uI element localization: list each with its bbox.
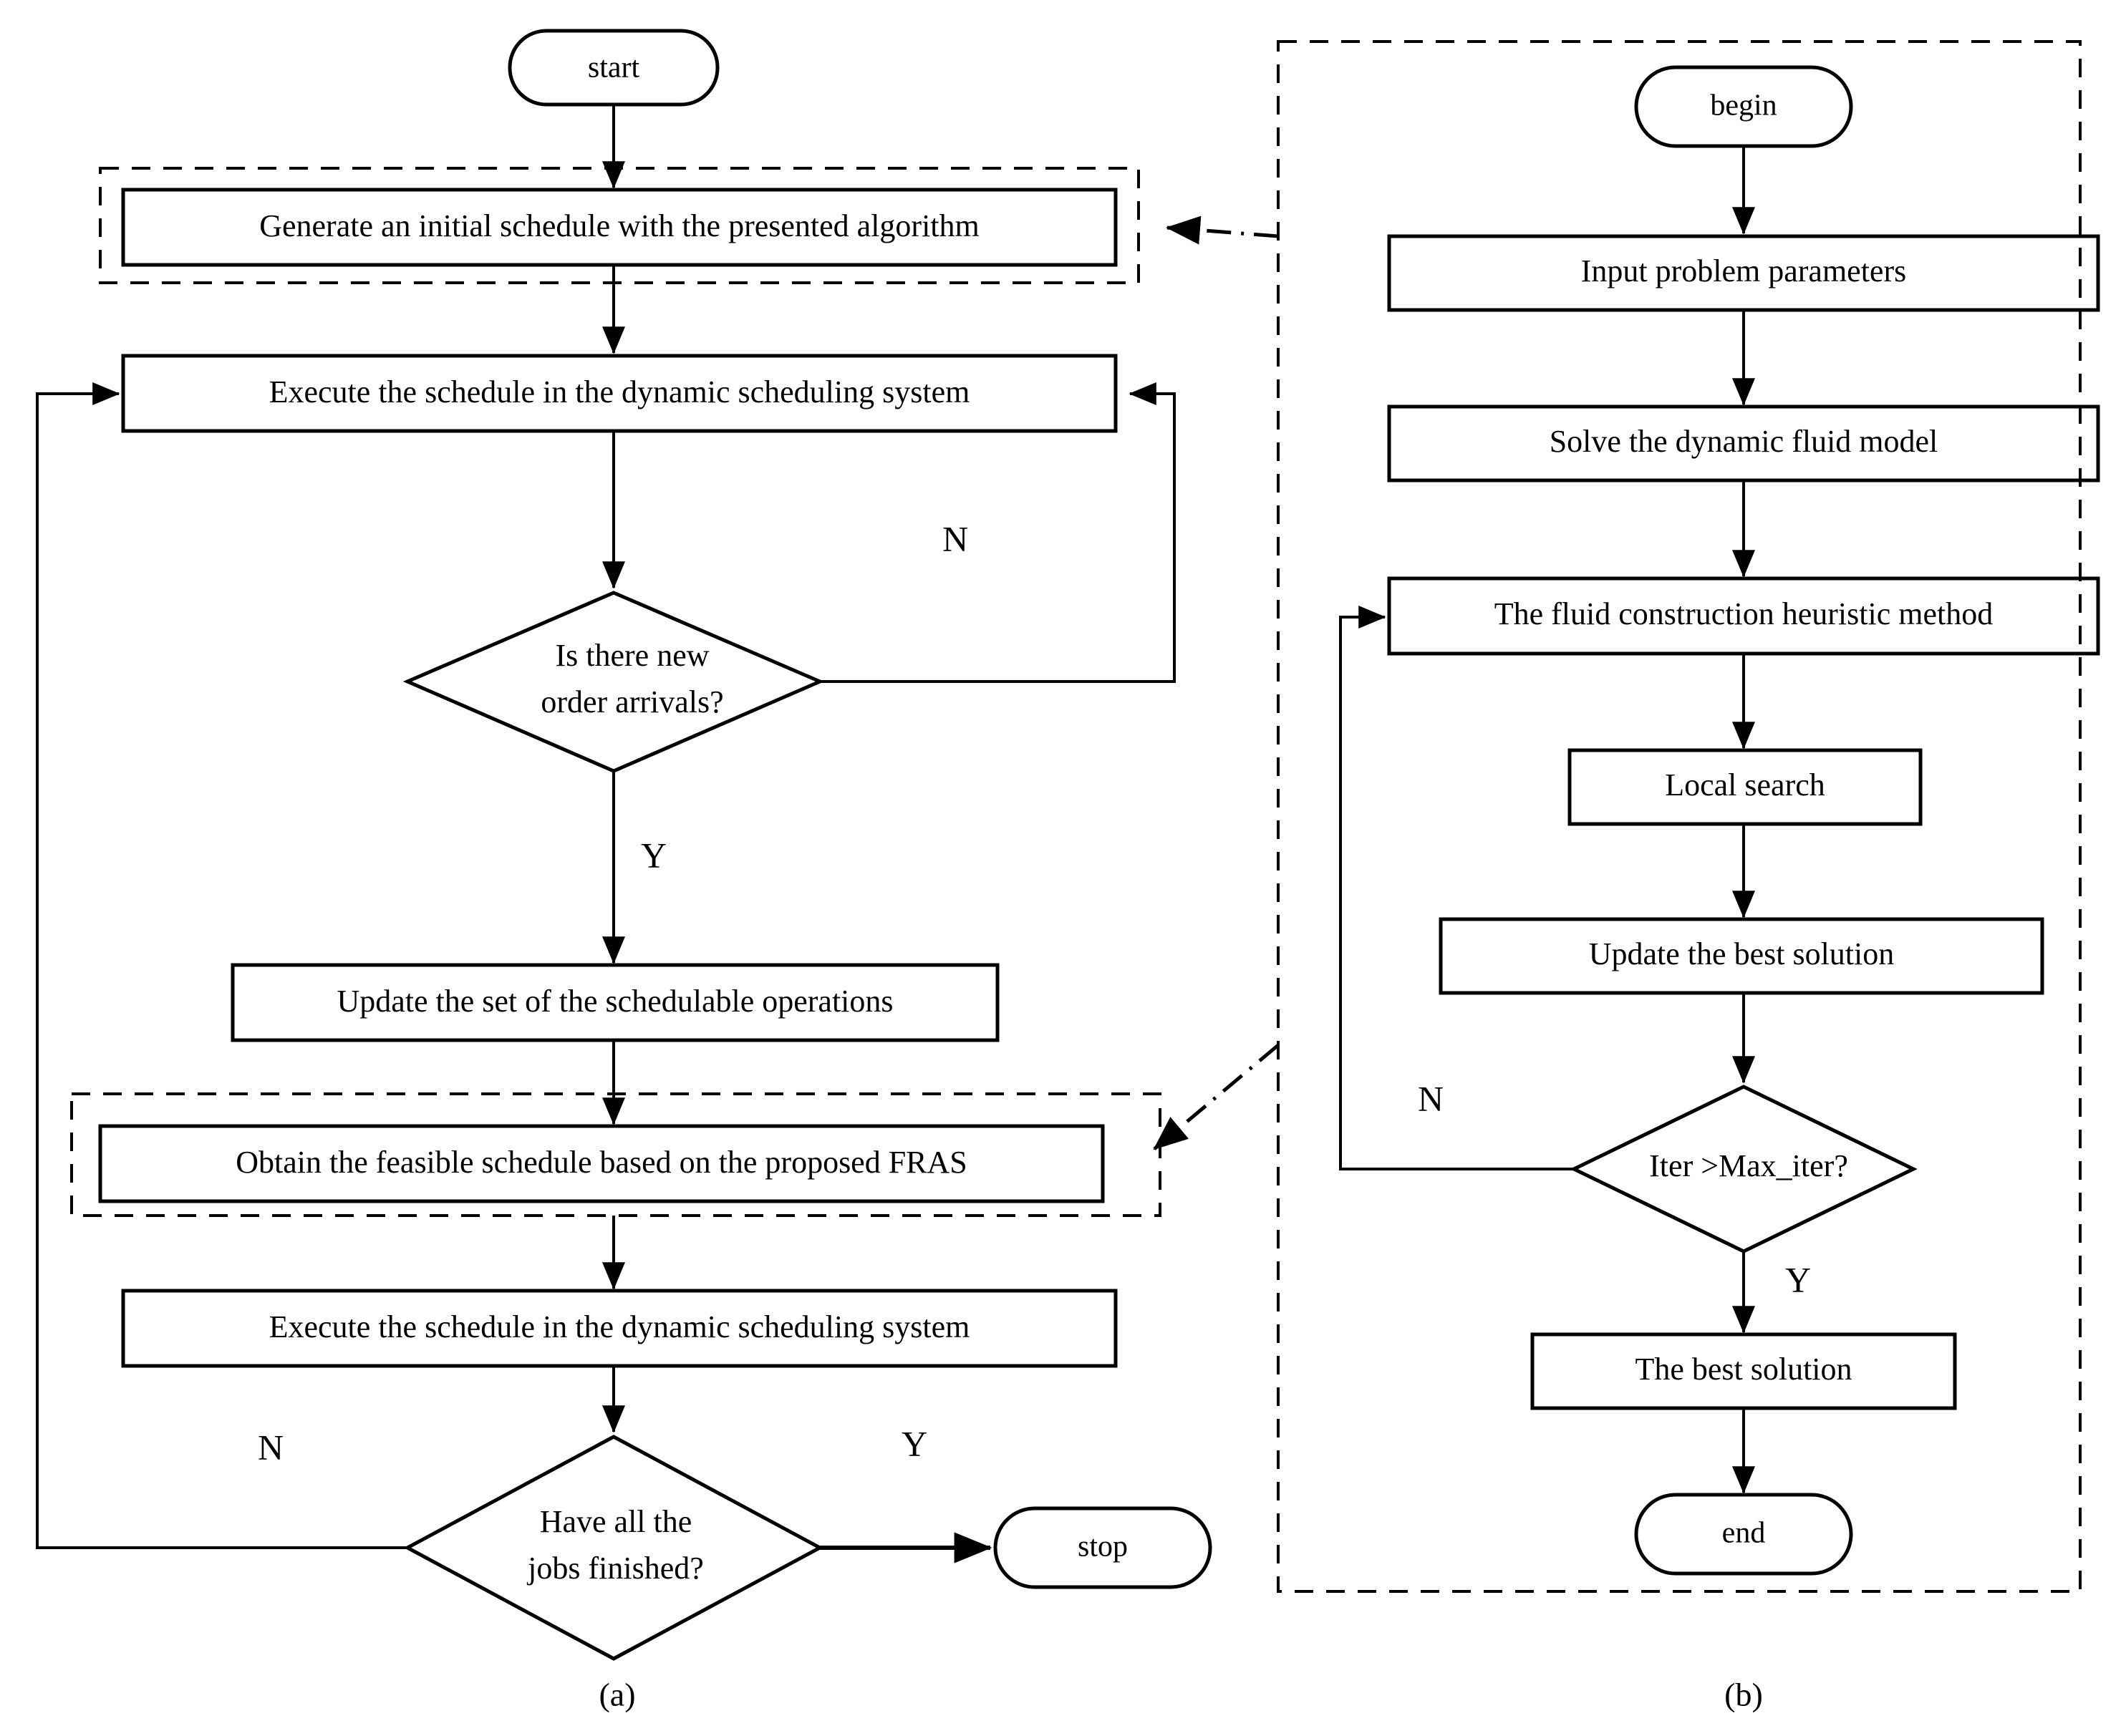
dashed-region-feasible-schedule xyxy=(70,1092,1161,1217)
edge-label-new-orders-no: N xyxy=(942,518,968,558)
panel-b-caption: (b) xyxy=(1724,1677,1763,1713)
edge-label-iter-no: N xyxy=(1418,1078,1444,1118)
decision-new-order-arrivals-label-line2: order arrivals? xyxy=(541,684,723,719)
terminator-end[interactable] xyxy=(1634,1493,1853,1576)
terminator-begin-label: begin xyxy=(1710,89,1777,122)
decision-new-order-arrivals[interactable] xyxy=(402,591,825,773)
process-execute-schedule-1-label: Execute the schedule in the dynamic sche… xyxy=(269,374,970,409)
edge-label-jobs-yes: Y xyxy=(902,1423,927,1463)
terminator-end-label: end xyxy=(1722,1517,1766,1550)
process-obtain-feasible-schedule-label: Obtain the feasible schedule based on th… xyxy=(236,1145,967,1180)
process-execute-schedule-1[interactable] xyxy=(121,354,1118,433)
edge-label-new-orders-yes: Y xyxy=(641,835,667,875)
terminator-stop[interactable] xyxy=(993,1506,1212,1589)
process-update-best-solution-label: Update the best solution xyxy=(1589,936,1895,971)
process-obtain-feasible-schedule[interactable] xyxy=(98,1124,1105,1203)
process-fluid-construction-heuristic-label: The fluid construction heuristic method xyxy=(1494,596,1994,631)
process-solve-dynamic-fluid-model-label: Solve the dynamic fluid model xyxy=(1550,424,1938,459)
process-input-problem-parameters-label: Input problem parameters xyxy=(1581,253,1907,288)
process-update-schedulable-operations-label: Update the set of the schedulable operat… xyxy=(337,984,893,1019)
edge-label-iter-yes: Y xyxy=(1785,1259,1811,1299)
connector-panelb-to-feasible-schedule xyxy=(1153,1044,1280,1150)
terminator-start-label: start xyxy=(588,52,640,84)
decision-jobs-finished-label-line2: jobs finished? xyxy=(526,1551,704,1586)
edge-label-jobs-no: N xyxy=(258,1427,284,1467)
process-execute-schedule-2[interactable] xyxy=(121,1289,1118,1368)
edge-decision-iter-no-loop xyxy=(1339,606,1574,1170)
edge-decision-orders-no-loop xyxy=(820,382,1176,683)
connector-panelb-to-initial-schedule xyxy=(1166,215,1279,245)
dashed-region-panel-b xyxy=(1277,40,2082,1593)
process-the-best-solution-label: The best solution xyxy=(1635,1352,1852,1387)
process-local-search-label: Local search xyxy=(1665,767,1825,802)
edge-decision-jobs-no-loop xyxy=(36,382,407,1549)
process-generate-initial-schedule-label: Generate an initial schedule with the pr… xyxy=(259,208,980,243)
decision-new-order-arrivals-label-line1: Is there new xyxy=(555,638,709,673)
process-execute-schedule-2-label: Execute the schedule in the dynamic sche… xyxy=(269,1309,970,1344)
decision-iter-max-label: Iter >Max_iter? xyxy=(1649,1148,1848,1183)
terminator-stop-label: stop xyxy=(1078,1531,1128,1563)
decision-jobs-finished[interactable] xyxy=(403,1435,824,1661)
process-update-best-solution[interactable] xyxy=(1439,917,2044,995)
panel-a-caption: (a) xyxy=(599,1677,635,1713)
process-generate-initial-schedule[interactable] xyxy=(121,188,1118,267)
decision-jobs-finished-label-line1: Have all the xyxy=(540,1504,692,1539)
